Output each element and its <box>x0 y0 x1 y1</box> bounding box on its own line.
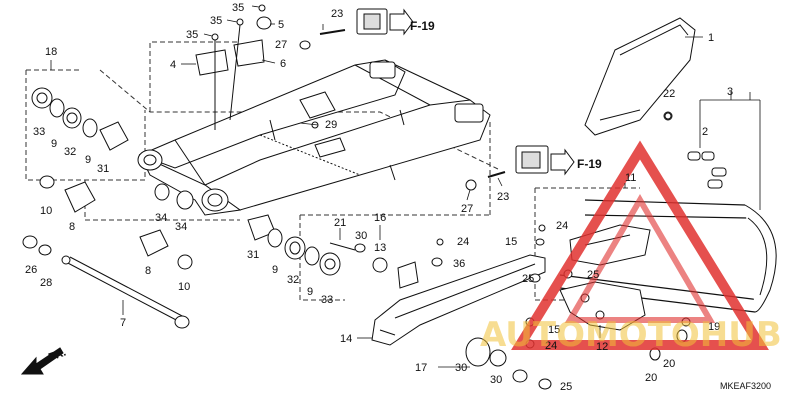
callout-18: 18 <box>45 46 57 58</box>
callout-21: 21 <box>334 217 346 229</box>
callout-30-a: 30 <box>355 230 367 242</box>
callout-16: 16 <box>374 212 386 224</box>
pivot-bolt <box>61 255 190 329</box>
front-arrow-icon <box>20 347 64 375</box>
callout-34-a: 34 <box>155 212 167 224</box>
collar-pivot-left <box>22 175 193 270</box>
callout-31-a: 31 <box>97 163 109 175</box>
callouts: 1 2 3 4 5 6 7 8 8 9 9 9 9 10 10 11 12 13… <box>25 2 782 393</box>
callout-32-b: 32 <box>287 274 299 286</box>
callout-35-a: 35 <box>232 2 244 14</box>
callout-24-a: 24 <box>457 236 469 248</box>
callout-30-c: 30 <box>490 374 502 386</box>
callout-17: 17 <box>415 362 427 374</box>
callout-22: 22 <box>663 88 675 100</box>
callout-14: 14 <box>340 333 352 345</box>
callout-3: 3 <box>727 86 733 98</box>
callout-28: 28 <box>40 277 52 289</box>
callout-8-lower: 8 <box>145 265 151 277</box>
callout-15-a: 15 <box>505 236 517 248</box>
callout-36: 36 <box>453 258 465 270</box>
callout-19: 19 <box>708 321 720 333</box>
callout-9-d: 9 <box>307 286 313 298</box>
callout-20-b: 20 <box>645 372 657 384</box>
callout-5: 5 <box>278 19 284 31</box>
callout-25-a: 25 <box>522 273 534 285</box>
callout-2: 2 <box>702 126 708 138</box>
bearing-set-left <box>31 87 129 151</box>
watermark-logo <box>511 140 769 350</box>
callout-23-a: 23 <box>331 8 343 20</box>
chain-link-2 <box>687 151 727 189</box>
callout-27-b: 27 <box>461 203 473 215</box>
chain-guide-bracket <box>195 4 272 130</box>
callout-33-a: 33 <box>33 126 45 138</box>
callout-33-b: 33 <box>321 294 333 306</box>
callout-9-b: 9 <box>85 154 91 166</box>
diagram-code: MKEAF3200 <box>720 381 771 391</box>
leader-lines <box>50 5 761 368</box>
lower-chain-slider <box>371 254 546 346</box>
callout-4: 4 <box>170 59 176 71</box>
drive-chain-case <box>584 17 696 136</box>
ref-label-lower: F-19 <box>577 157 602 171</box>
front-label: FR. <box>47 346 68 363</box>
callout-6: 6 <box>280 58 286 70</box>
callout-12: 12 <box>596 341 608 353</box>
callout-1: 1 <box>708 32 714 44</box>
callout-20-a: 20 <box>663 358 675 370</box>
callout-27-a: 27 <box>275 39 287 51</box>
ref-block-upper <box>356 8 414 36</box>
bearing-set-right <box>247 214 341 276</box>
callout-25-b: 25 <box>587 269 599 281</box>
callout-8-upper: 8 <box>69 221 75 233</box>
watermark-text: AUTOMOTOHUB <box>480 315 782 355</box>
callout-25-c: 25 <box>560 381 572 393</box>
callout-30-b: 30 <box>455 362 467 374</box>
bearing-34 <box>154 183 194 210</box>
pivot-collar-16 <box>329 242 419 289</box>
callout-32-a: 32 <box>64 146 76 158</box>
callout-7: 7 <box>120 317 126 329</box>
group-outline-11 <box>534 187 640 301</box>
callout-29: 29 <box>325 119 337 131</box>
callout-10-a: 10 <box>40 205 52 217</box>
group-outline-upper <box>149 41 501 171</box>
ref-label-upper: F-19 <box>410 19 435 33</box>
callout-13: 13 <box>374 242 386 254</box>
ref-block-lower <box>515 145 575 176</box>
swingarm <box>137 59 491 216</box>
callout-26: 26 <box>25 264 37 276</box>
callout-9-c: 9 <box>272 264 278 276</box>
callout-11: 11 <box>625 172 636 184</box>
callout-35-c: 35 <box>186 29 198 41</box>
callout-23-b: 23 <box>497 191 509 203</box>
callout-10-b: 10 <box>178 281 190 293</box>
callout-24-b: 24 <box>556 220 568 232</box>
callout-24-c: 24 <box>545 340 557 352</box>
callout-15-b: 15 <box>548 324 560 336</box>
callout-34-b: 34 <box>175 221 187 233</box>
callout-31-b: 31 <box>247 249 259 261</box>
callout-35-b: 35 <box>210 15 222 27</box>
callout-9-a: 9 <box>51 138 57 150</box>
chain-roller <box>465 337 552 390</box>
